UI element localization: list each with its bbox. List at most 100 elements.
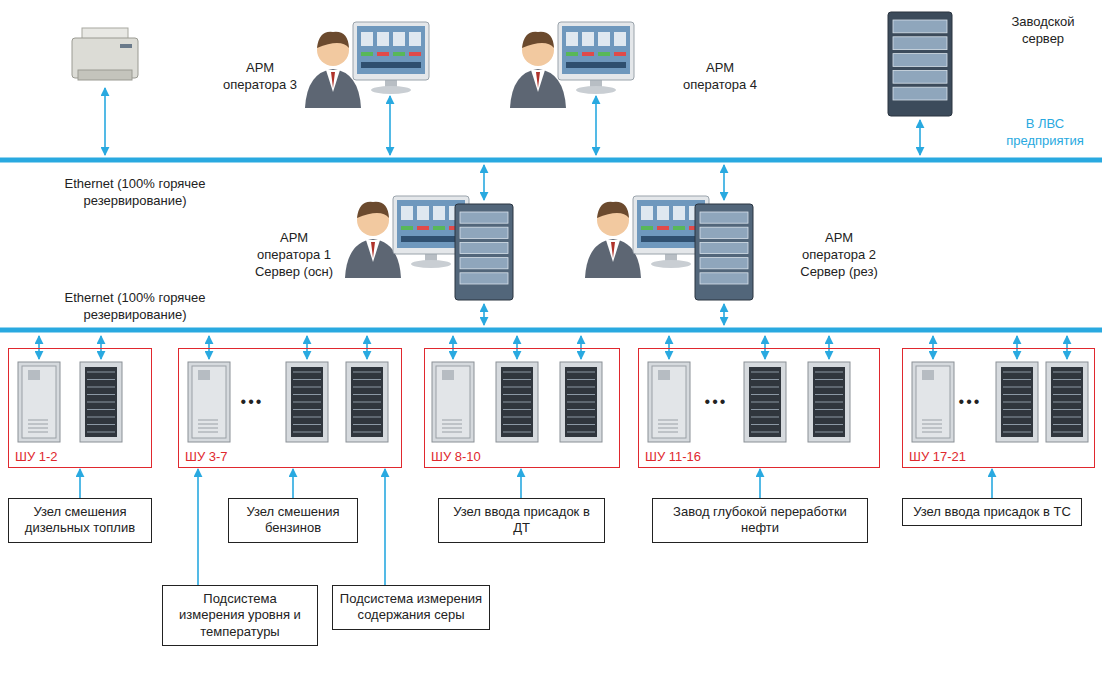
rack-unit bbox=[87, 417, 115, 418]
rack-unit bbox=[503, 417, 531, 418]
signal-arrow bbox=[759, 469, 761, 498]
rack-unit bbox=[353, 394, 381, 395]
rack-door bbox=[501, 367, 533, 437]
rack-unit bbox=[293, 417, 321, 418]
cabinet-vent bbox=[442, 432, 462, 433]
process-box: Завод глубокой переработки нефти bbox=[652, 498, 868, 543]
cabinet-vent bbox=[442, 424, 462, 425]
server-bay bbox=[700, 212, 748, 223]
cabinet-case bbox=[808, 362, 850, 442]
rack-unit bbox=[815, 417, 843, 418]
box-label: Узел ввода присадок в ДТ bbox=[445, 504, 598, 537]
signal-arrow bbox=[384, 469, 386, 585]
screen-indicator bbox=[598, 52, 610, 56]
signal-arrow bbox=[991, 469, 993, 498]
cabinet-vent bbox=[28, 428, 48, 429]
server-icon bbox=[888, 12, 952, 116]
cabinet-door bbox=[192, 366, 226, 438]
printer-panel bbox=[120, 44, 132, 48]
screen-panel bbox=[417, 206, 429, 220]
screen-indicator bbox=[566, 52, 578, 56]
rack-cabinet bbox=[560, 362, 602, 442]
rack-unit bbox=[815, 394, 843, 395]
cabinet-vent bbox=[658, 428, 678, 429]
box-label: Узел ввода присадок в ТС bbox=[909, 504, 1075, 520]
cabinet-case bbox=[912, 362, 954, 442]
cabinet-case bbox=[18, 362, 60, 442]
bus-label: Ethernet (100% горячее резервирование) bbox=[20, 176, 250, 210]
server-bay bbox=[460, 258, 508, 269]
rack-unit bbox=[1003, 387, 1031, 388]
operator-tie bbox=[536, 72, 540, 88]
ethernet-bus bbox=[0, 158, 1102, 163]
server-bay bbox=[460, 227, 508, 238]
server-case bbox=[695, 204, 753, 300]
rack-unit bbox=[87, 379, 115, 380]
server-bay bbox=[700, 258, 748, 269]
station-label: АРМ оператора 3 bbox=[215, 60, 305, 94]
printer-tray bbox=[78, 70, 132, 80]
server-bay bbox=[893, 54, 947, 67]
server-bay bbox=[460, 212, 508, 223]
operator-shirt bbox=[366, 240, 380, 262]
rack-unit bbox=[1053, 424, 1081, 425]
rack-unit bbox=[87, 402, 115, 403]
box-label: Завод глубокой переработки нефти bbox=[659, 504, 861, 537]
cabinet-vent bbox=[922, 432, 942, 433]
rack-unit bbox=[87, 387, 115, 388]
rack-unit bbox=[353, 372, 381, 373]
rack-unit bbox=[503, 379, 531, 380]
cabinet-case bbox=[188, 362, 230, 442]
screen-indicator bbox=[433, 226, 445, 230]
rack-door bbox=[749, 367, 781, 437]
cabinet-vent bbox=[442, 420, 462, 421]
rack-unit bbox=[1053, 379, 1081, 380]
rack-cabinet bbox=[80, 362, 122, 442]
station-label: АРМ оператора 2 Сервер (рез) bbox=[795, 230, 883, 281]
rack-unit bbox=[1003, 409, 1031, 410]
screen-indicator bbox=[409, 52, 421, 56]
rack-unit bbox=[87, 372, 115, 373]
rack-unit bbox=[353, 417, 381, 418]
rack-unit bbox=[293, 424, 321, 425]
group-label: ШУ 3-7 bbox=[185, 449, 228, 464]
rack-unit bbox=[1003, 372, 1031, 373]
box-label: Узел смешения бензинов bbox=[235, 504, 351, 537]
rack-cabinet bbox=[1046, 362, 1088, 442]
cabinet-vent bbox=[922, 428, 942, 429]
rack-unit bbox=[1003, 394, 1031, 395]
rack-unit bbox=[751, 409, 779, 410]
monitor-base bbox=[651, 260, 691, 268]
signal-arrow bbox=[292, 469, 294, 498]
operator-hair bbox=[357, 202, 389, 218]
rack-unit bbox=[1053, 402, 1081, 403]
screen-indicator bbox=[393, 52, 405, 56]
monitor-frame bbox=[353, 22, 429, 80]
screen-panel bbox=[409, 32, 421, 46]
screen-panel bbox=[657, 206, 669, 220]
rack-unit bbox=[1053, 387, 1081, 388]
monitor-base bbox=[371, 86, 411, 94]
box-label: Подсистема измерения содержания серы bbox=[339, 591, 483, 624]
link-arrow bbox=[723, 304, 725, 325]
screen-panel bbox=[598, 32, 610, 46]
ethernet-bus bbox=[0, 328, 1102, 333]
rack-unit bbox=[1053, 394, 1081, 395]
link-arrow bbox=[483, 165, 485, 200]
cabinet-group: ШУ 1-2 bbox=[8, 348, 152, 468]
monitor-screen bbox=[357, 26, 425, 74]
bus-label: Ethernet (100% горячее резервирование) bbox=[20, 290, 250, 324]
process-box: Узел смешения дизельных топлив bbox=[8, 498, 152, 543]
signal-arrow bbox=[79, 469, 81, 498]
rack-unit bbox=[1003, 379, 1031, 380]
cabinet-case bbox=[496, 362, 538, 442]
cabinet-door bbox=[916, 366, 950, 438]
screen-bar bbox=[401, 236, 461, 242]
rack-door bbox=[1051, 367, 1083, 437]
rack-unit bbox=[293, 387, 321, 388]
server-bay bbox=[893, 70, 947, 83]
rack-unit bbox=[293, 394, 321, 395]
cabinet-vent bbox=[28, 424, 48, 425]
control-cabinet bbox=[18, 362, 60, 442]
rack-door bbox=[1001, 367, 1033, 437]
